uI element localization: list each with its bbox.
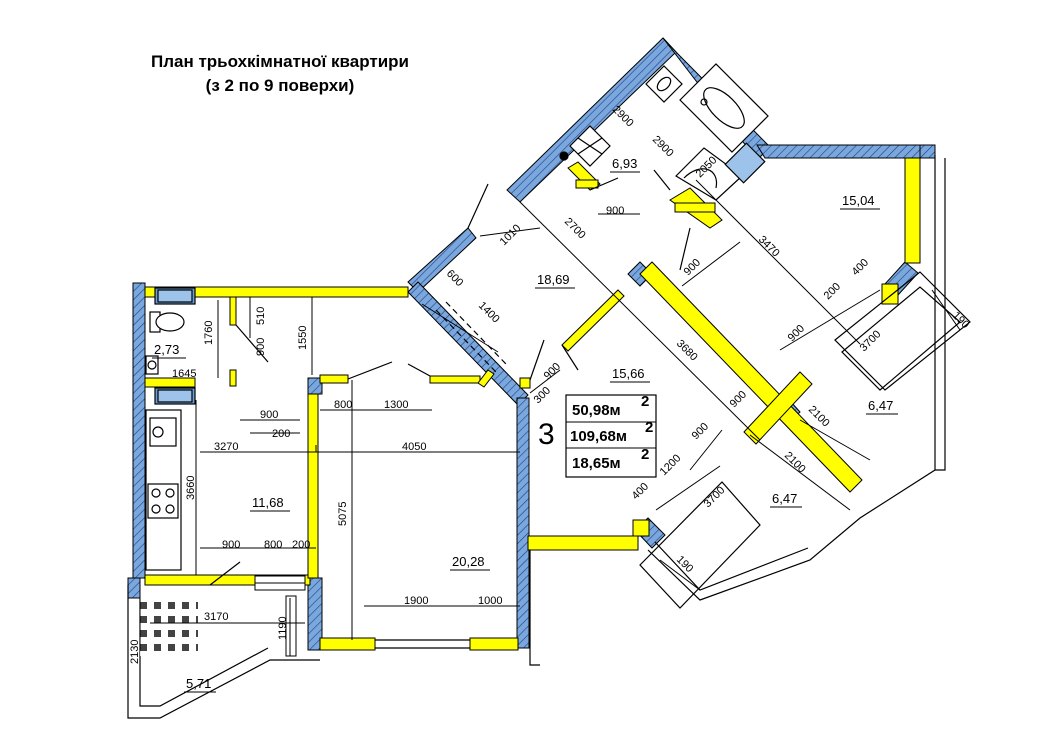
boiler-icon: [724, 142, 766, 184]
dim-label: 400: [850, 257, 871, 278]
dim-label: 1300: [384, 399, 408, 411]
dim-label: 900: [260, 409, 278, 421]
dim-label: 2100: [782, 450, 808, 476]
dim-label: 2900: [610, 104, 636, 130]
kitchen-area-unit: 2: [641, 446, 649, 463]
dim-label: 3170: [204, 611, 228, 623]
total-area-value: 109,68м: [570, 428, 627, 445]
dim-label: 2900: [650, 134, 676, 160]
sink-icon: [645, 65, 683, 103]
dim-label: 200: [292, 539, 310, 551]
dim-label: 3680: [674, 338, 700, 364]
wc-fixtures: [145, 287, 196, 375]
living-area-unit: 2: [641, 393, 649, 410]
area-balcony-left: 5,71: [186, 676, 211, 691]
dim-label: 2700: [562, 216, 588, 242]
dim-label: 900: [606, 205, 624, 217]
kitchen-sink-icon: [149, 417, 177, 447]
dim-label: 1190: [277, 616, 289, 640]
dim-label: 3470: [756, 234, 782, 260]
dim-label: 190: [674, 554, 695, 575]
dim-label: 300: [532, 385, 553, 406]
area-room-top-right: 15,04: [842, 193, 875, 208]
dim-label: 3700: [702, 484, 728, 510]
dim-label: 2130: [129, 640, 141, 664]
dim-label: 510: [255, 307, 267, 325]
dim-label: 1645: [172, 368, 196, 380]
toilet-icon: [149, 311, 185, 333]
dim-label: 900: [728, 389, 749, 410]
dim-label: 200: [822, 281, 843, 302]
dim-label: 1010: [498, 222, 524, 248]
dim-label: 1400: [476, 300, 502, 326]
plan-title: План трьохкімнатної квартири (з 2 по 9 п…: [60, 50, 500, 98]
washing-machine-icon: [559, 125, 611, 167]
area-hall: 18,69: [537, 272, 570, 287]
dim-label: 1900: [404, 595, 428, 607]
kitchen-radiator-icon: [154, 387, 196, 405]
dim-label: 200: [272, 428, 290, 440]
balcony-tiles: [140, 575, 306, 657]
dim-label: 900: [682, 257, 703, 278]
dim-label: 3700: [858, 328, 884, 354]
dim-label: 400: [630, 481, 651, 502]
dim-label: 900: [690, 421, 711, 442]
total-area-unit: 2: [645, 419, 653, 436]
bathroom-fixtures: [559, 63, 769, 201]
dimension-labels: 2900 2900 2050 900 1010 2700 3470 900 60…: [129, 104, 971, 664]
area-balcony-right-bottom: 6,47: [772, 491, 797, 506]
dim-label: 5075: [337, 502, 349, 526]
apartment-number: 3: [538, 418, 555, 451]
kitchen-area-value: 18,65м: [572, 455, 621, 472]
dim-label: 900: [542, 361, 563, 382]
living-area-value: 50,98м: [572, 402, 621, 419]
area-corridor: 15,66: [612, 366, 645, 381]
dim-label: 900: [255, 338, 267, 356]
dim-label: 2050: [694, 154, 720, 180]
dim-label: 600: [444, 268, 465, 289]
dim-label: 900: [222, 539, 240, 551]
area-bathroom: 6,93: [612, 156, 637, 171]
area-living-room: 20,28: [452, 554, 485, 569]
dim-label: 2100: [806, 404, 832, 430]
dim-label: 1200: [658, 452, 684, 478]
wc-sink-icon: [145, 355, 159, 375]
dim-label: 3660: [185, 476, 197, 500]
dim-label: 4050: [402, 441, 426, 453]
area-wc: 2,73: [154, 342, 179, 357]
kitchen-fixtures: [145, 387, 196, 571]
plan-title-line1: План трьохкімнатної квартири: [150, 52, 409, 71]
dim-label: 190: [950, 310, 971, 331]
dim-label: 800: [264, 539, 282, 551]
dim-label: 900: [786, 323, 807, 344]
stove-icon: [147, 483, 179, 519]
dim-label: 1000: [478, 595, 502, 607]
dim-label: 800: [334, 399, 352, 411]
interior-partitions: [144, 157, 921, 651]
plan-title-line2: (з 2 по 9 поверхи): [205, 76, 355, 95]
dim-label: 3270: [214, 441, 238, 453]
area-balcony-right-top: 6,47: [868, 398, 893, 413]
radiator-icon: [154, 287, 196, 305]
area-summary-box: 50,98м 2 109,68м 2 18,65м 2: [565, 393, 657, 478]
dim-label: 1760: [203, 321, 215, 345]
area-kitchen: 11,68: [252, 495, 284, 510]
dimension-lines: [139, 179, 961, 656]
dim-label: 1550: [297, 326, 309, 350]
bathtub-icon: [679, 63, 769, 153]
